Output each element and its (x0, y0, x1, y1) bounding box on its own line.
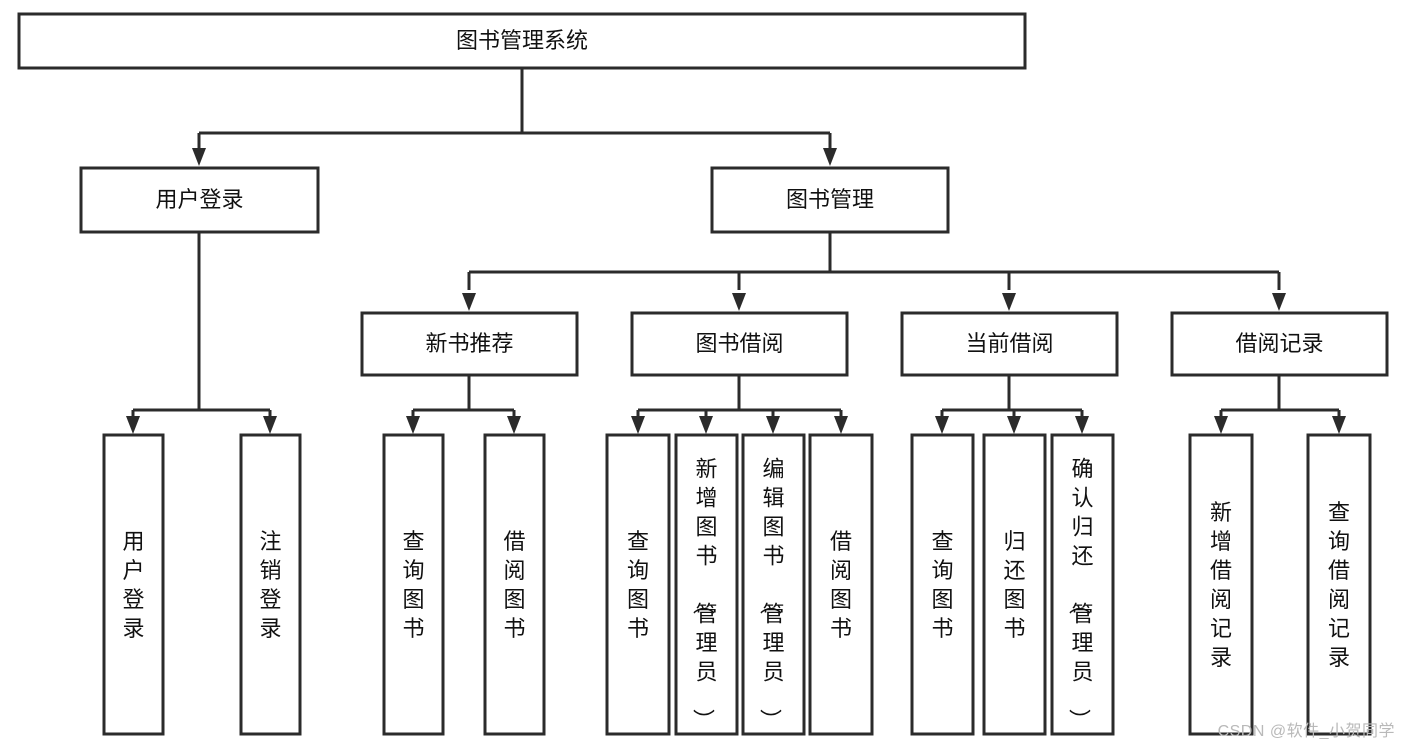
arrow-head-icon (192, 148, 206, 166)
arrow-head-icon (732, 293, 746, 311)
node-box (382, 433, 445, 736)
node-current-borrow[interactable]: 当前借阅 (900, 311, 1119, 377)
node-label: 图书借阅 (695, 331, 783, 356)
node-box (982, 433, 1047, 736)
arrow-head-icon (1002, 293, 1016, 311)
node-leaf-confirm-return-admin[interactable]: 确认归还（管理员） (1050, 433, 1115, 736)
node-leaf-add-book-admin[interactable]: 新增图书（管理员） (674, 433, 739, 736)
arrow-head-icon (1214, 416, 1228, 434)
node-label: 查询借阅记录 (1328, 500, 1350, 670)
node-label: 查询图书 (402, 529, 424, 641)
arrow-head-icon (263, 416, 277, 434)
node-label: 确认归还（管理员） (1066, 457, 1093, 731)
arrowhead-layer (126, 148, 1346, 434)
node-box (741, 433, 806, 736)
node-label: 用户登录 (122, 529, 144, 641)
node-leaf-query-borrow-record[interactable]: 查询借阅记录 (1306, 433, 1372, 736)
node-leaf-logout-login[interactable]: 注销登录 (239, 433, 302, 736)
connector-line (636, 375, 843, 418)
arrow-head-icon (823, 148, 837, 166)
node-leaf-query-book-2[interactable]: 查询图书 (605, 433, 671, 736)
node-label: 查询图书 (627, 529, 649, 641)
node-new-book-recommend[interactable]: 新书推荐 (360, 311, 579, 377)
connector-layer (131, 68, 1341, 418)
node-label: 图书管理 (786, 187, 874, 212)
node-borrow-record[interactable]: 借阅记录 (1170, 311, 1389, 377)
node-label: 查询图书 (931, 529, 953, 641)
node-label: 新增图书（管理员） (690, 457, 717, 731)
node-label: 用户登录 (155, 187, 243, 212)
arrow-head-icon (631, 416, 645, 434)
node-leaf-borrow-book-2[interactable]: 借阅图书 (808, 433, 874, 736)
connector-line (1219, 375, 1341, 418)
node-box (808, 433, 874, 736)
node-box (910, 433, 975, 736)
node-label: 新书推荐 (425, 331, 513, 356)
node-leaf-edit-book-admin[interactable]: 编辑图书（管理员） (741, 433, 806, 736)
node-box (79, 166, 320, 234)
node-box (900, 311, 1119, 377)
node-box (1050, 433, 1115, 736)
node-label: 归还图书 (1003, 529, 1025, 641)
node-label: 借阅图书 (830, 529, 852, 641)
node-box (1188, 433, 1254, 736)
arrow-head-icon (462, 293, 476, 311)
arrow-head-icon (126, 416, 140, 434)
node-box (102, 433, 165, 736)
node-box (710, 166, 950, 234)
connector-line (197, 68, 832, 150)
arrow-head-icon (1007, 416, 1021, 434)
node-box (605, 433, 671, 736)
connector-line (131, 232, 272, 418)
node-leaf-add-borrow-record[interactable]: 新增借阅记录 (1188, 433, 1254, 736)
node-root[interactable]: 图书管理系统 (17, 12, 1027, 70)
arrow-head-icon (935, 416, 949, 434)
node-label: 新增借阅记录 (1210, 500, 1232, 670)
node-label: 当前借阅 (965, 331, 1053, 356)
node-box (239, 433, 302, 736)
arrow-head-icon (766, 416, 780, 434)
node-box (483, 433, 546, 736)
node-box (1170, 311, 1389, 377)
connector-line (467, 232, 1281, 290)
node-book-management[interactable]: 图书管理 (710, 166, 950, 234)
arrow-head-icon (834, 416, 848, 434)
node-user-login[interactable]: 用户登录 (79, 166, 320, 234)
node-label: 注销登录 (259, 529, 281, 641)
node-label: 图书管理系统 (456, 28, 588, 53)
connector-line (940, 375, 1084, 418)
node-box (360, 311, 579, 377)
node-leaf-borrow-book-1[interactable]: 借阅图书 (483, 433, 546, 736)
node-leaf-query-book-3[interactable]: 查询图书 (910, 433, 975, 736)
node-label: 借阅记录 (1235, 331, 1323, 356)
node-label: 借阅图书 (503, 529, 525, 641)
arrow-head-icon (1272, 293, 1286, 311)
node-book-borrow[interactable]: 图书借阅 (630, 311, 849, 377)
arrow-head-icon (406, 416, 420, 434)
node-leaf-query-book-1[interactable]: 查询图书 (382, 433, 445, 736)
node-label: 编辑图书（管理员） (757, 457, 784, 731)
node-box (1306, 433, 1372, 736)
node-layer: 图书管理系统用户登录图书管理新书推荐图书借阅当前借阅借阅记录用户登录注销登录查询… (17, 12, 1389, 736)
arrow-head-icon (699, 416, 713, 434)
watermark-text: CSDN @软件_小贺同学 (1217, 723, 1395, 740)
arrow-head-icon (1075, 416, 1089, 434)
arrow-head-icon (507, 416, 521, 434)
node-box (17, 12, 1027, 70)
node-box (630, 311, 849, 377)
node-leaf-return-book[interactable]: 归还图书 (982, 433, 1047, 736)
node-box (674, 433, 739, 736)
node-leaf-user-login[interactable]: 用户登录 (102, 433, 165, 736)
arrow-head-icon (1332, 416, 1346, 434)
connector-line (411, 375, 516, 418)
